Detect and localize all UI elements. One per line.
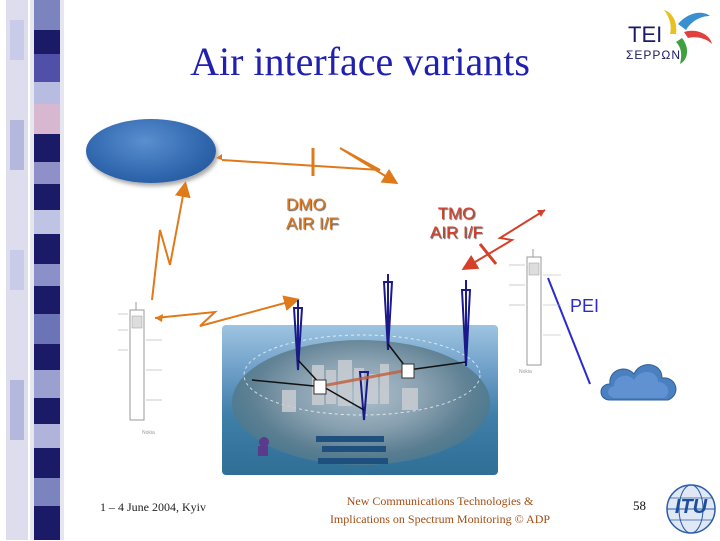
footer-center-text: New Communications Technologies & Implic…	[290, 492, 590, 528]
dmo-label-line1: DMO	[286, 195, 326, 214]
footer-center-line2: Implications on Spectrum Monitoring © AD…	[329, 512, 551, 526]
svg-text:Nokia: Nokia	[142, 430, 155, 436]
footer-date: 1 – 4 June 2004, Kyiv	[100, 500, 206, 514]
dmo-link-left	[151, 181, 191, 301]
pei-label: PEI	[570, 296, 600, 316]
decorative-side-stripe	[0, 0, 64, 540]
footer-center-line1: New Communications Technologies &	[346, 494, 534, 508]
svg-text:Nokia: Nokia	[519, 369, 532, 375]
network-oval	[86, 119, 216, 183]
tmo-label-line1: TMO	[437, 204, 476, 223]
tmo-label: TMO AIR I/F	[430, 204, 483, 242]
page-number: 58	[633, 498, 646, 513]
dmo-label: DMO AIR I/F	[286, 195, 339, 233]
tei-swirl-icon	[664, 10, 712, 64]
itu-logo: ITU	[664, 482, 718, 536]
itu-logo-text: ITU	[674, 496, 708, 518]
dmo-link-top	[221, 147, 399, 185]
network-scene	[243, 274, 481, 464]
handheld-terminal-right-icon: Nokia	[509, 249, 561, 375]
pei-cloud-icon	[600, 364, 677, 401]
tmo-break-bar	[478, 243, 498, 265]
radio-mast-icon	[292, 274, 472, 421]
dmo-link-tower	[154, 295, 300, 327]
tmo-label-line2: AIR I/F	[430, 223, 483, 242]
tei-logo: TEI ΣΕΡΡΩΝ	[618, 4, 718, 74]
dmo-label-line2: AIR I/F	[286, 214, 339, 233]
slide-title: Air interface variants	[190, 39, 530, 84]
tei-logo-text: TEI	[628, 22, 663, 47]
base-station-box-icon	[401, 363, 415, 379]
pei-link	[547, 277, 591, 385]
base-station-box-icon	[313, 379, 327, 395]
handheld-terminal-left-icon: Nokia	[118, 302, 162, 436]
tei-logo-subtext: ΣΕΡΡΩΝ	[626, 48, 682, 62]
